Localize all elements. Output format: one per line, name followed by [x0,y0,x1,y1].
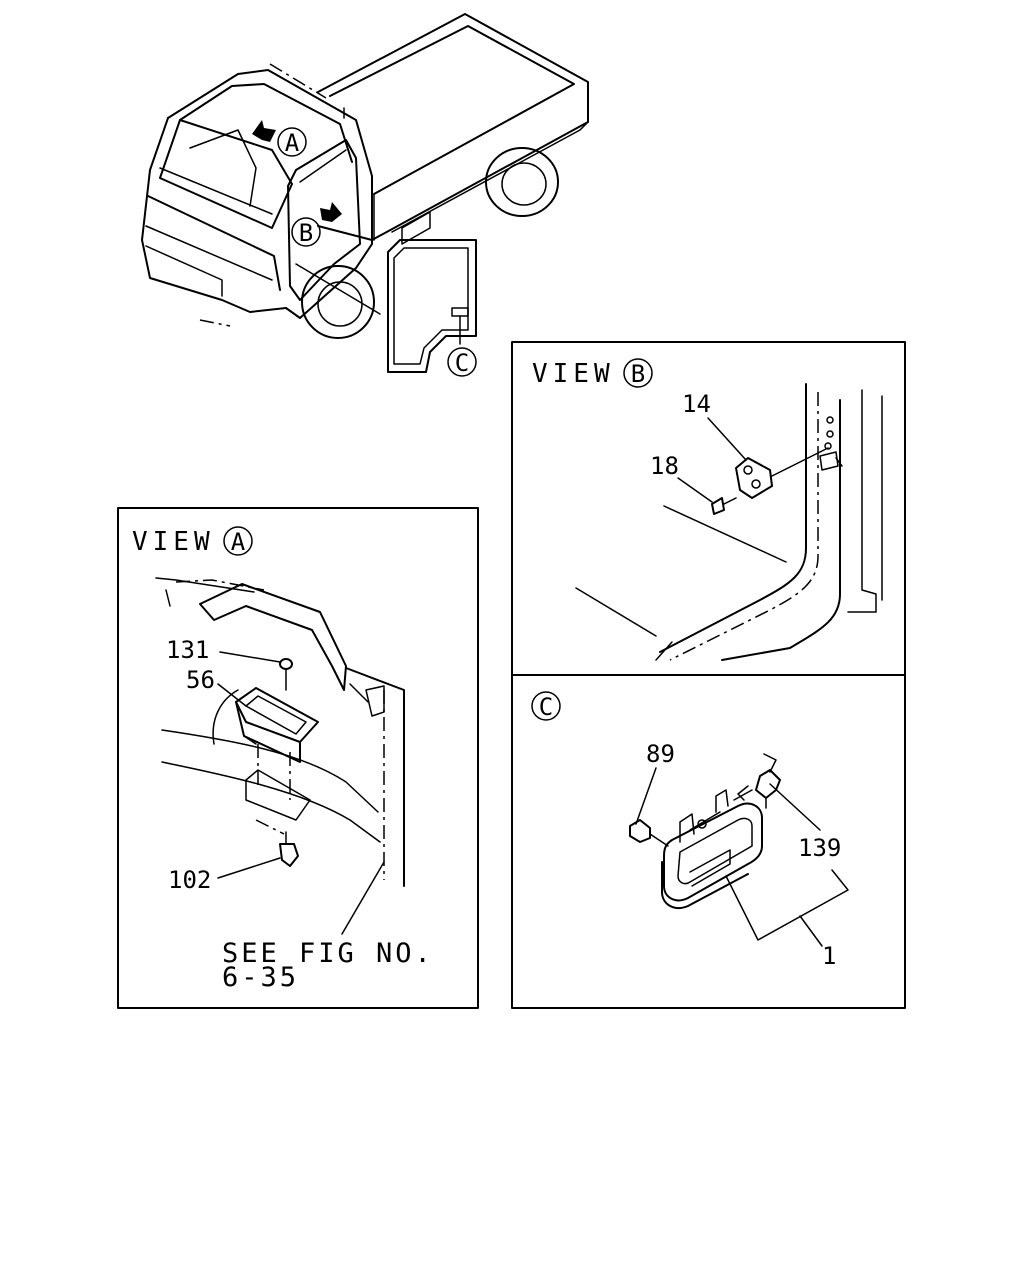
svg-text:A: A [285,129,300,157]
svg-text:6-35: 6-35 [222,962,299,993]
svg-text:B: B [299,219,313,247]
arrow-a-icon [252,120,276,142]
view-b-illustration [575,383,883,661]
svg-text:139: 139 [798,834,841,862]
label-89: 89 [635,740,675,825]
svg-text:18: 18 [650,452,679,480]
truck-overview-illustration [141,13,589,373]
arrow-b-icon [320,202,342,222]
view-a-illustration [155,577,405,935]
svg-text:SEE FIG NO.: SEE FIG NO. [222,938,434,969]
callout-b-overview: B [291,217,321,247]
svg-text:89: 89 [646,740,675,768]
view-c-illustration [629,753,849,947]
label-14: 14 [682,390,747,461]
view-a-panel [117,507,479,1009]
svg-text:VIEW: VIEW [132,527,215,557]
view-b-title: VIEW B [532,358,653,389]
svg-text:B: B [631,360,645,388]
label-56: 56 [186,666,247,707]
svg-text:102: 102 [168,866,211,894]
label-139: 139 [769,783,841,862]
svg-text:14: 14 [682,390,711,418]
see-fig-reference: SEE FIG NO. 6-35 [222,938,434,993]
view-c-panel [511,674,906,1009]
label-18: 18 [650,452,713,503]
label-131: 131 [166,636,281,664]
label-102: 102 [168,857,281,894]
svg-text:C: C [455,349,469,377]
view-c-title: C [531,691,561,721]
callout-a-overview: A [277,127,307,157]
label-1: 1 [822,942,836,970]
svg-text:1: 1 [822,942,836,970]
view-a-title: VIEW A [132,526,253,557]
svg-text:A: A [231,528,246,556]
svg-text:131: 131 [166,636,209,664]
svg-text:56: 56 [186,666,215,694]
svg-text:C: C [539,693,553,721]
callout-c-overview: C [447,347,477,377]
svg-text:VIEW: VIEW [532,359,615,389]
